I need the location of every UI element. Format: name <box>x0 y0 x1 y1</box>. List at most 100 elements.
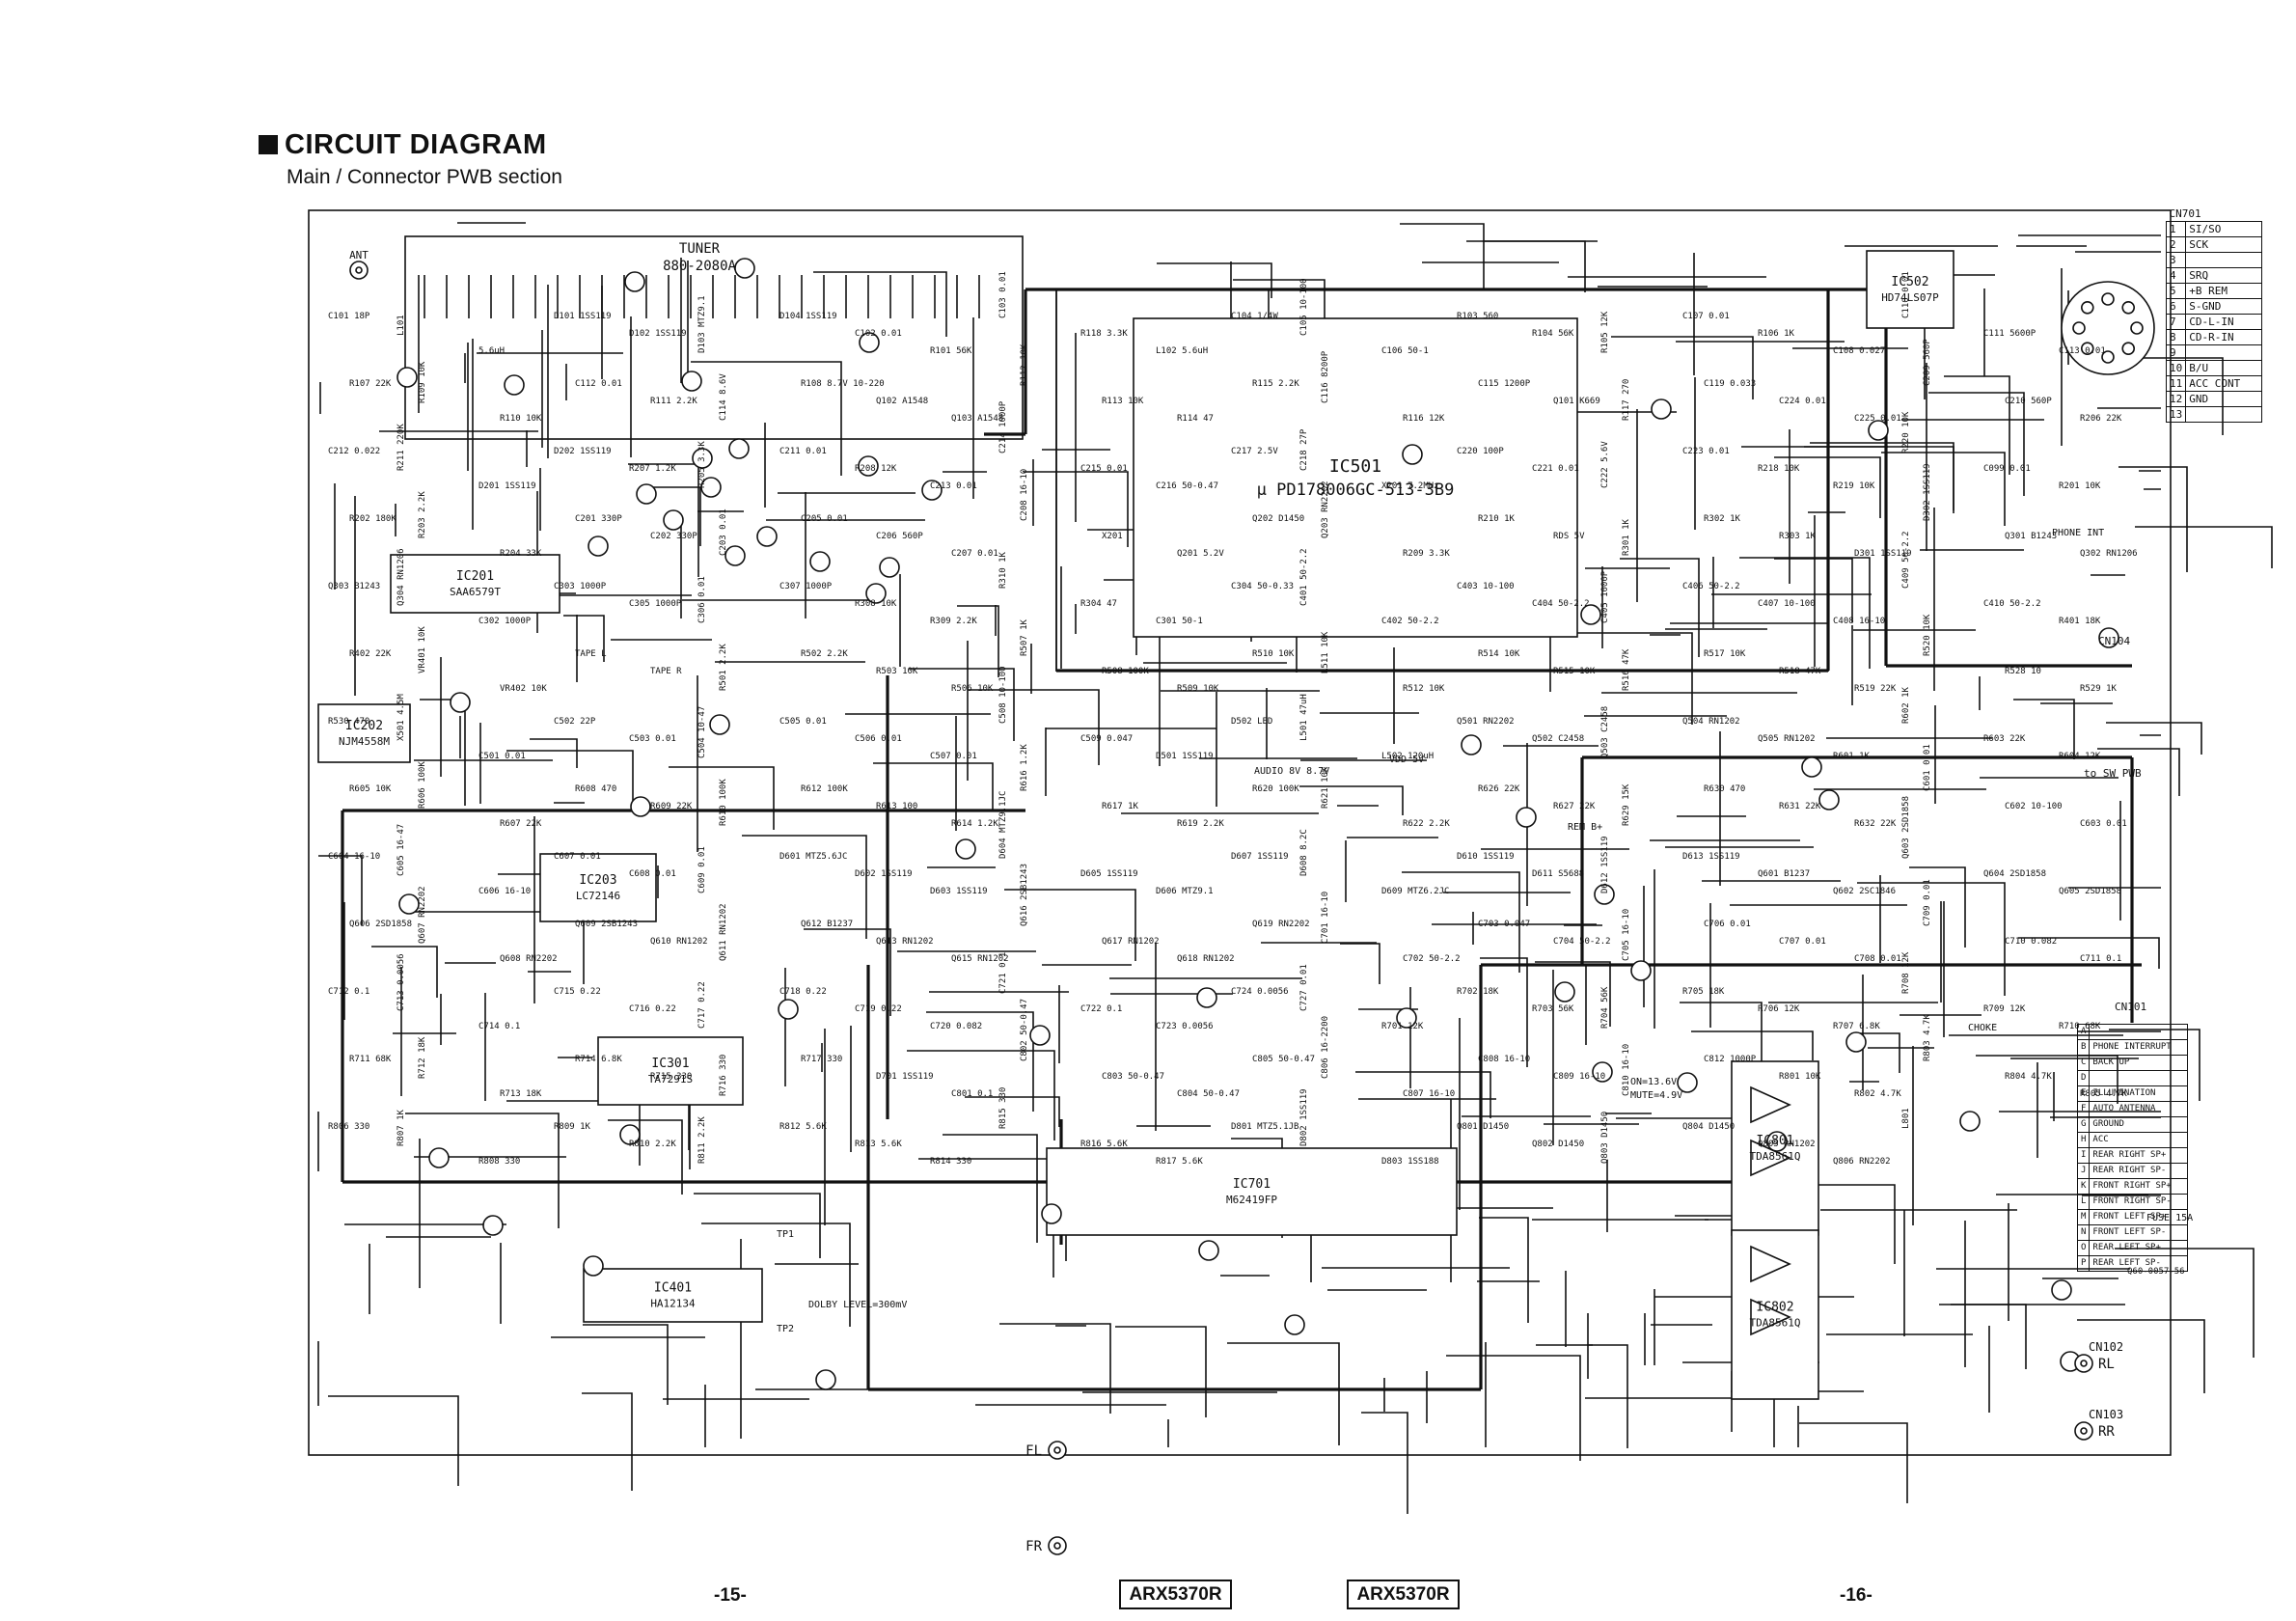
wire <box>647 486 701 546</box>
component-label: R114 47 <box>1177 414 1214 424</box>
component-label: C606 16-10 <box>478 887 531 896</box>
wire <box>1340 943 1380 984</box>
component-label: R705 18K <box>1682 987 1725 997</box>
component-label: C402 50-2.2 <box>1381 617 1439 626</box>
component-label: R209 3.3K <box>1403 549 1450 559</box>
component-label: R529 1K <box>2080 684 2118 694</box>
component-label: R203 2.2K <box>418 491 427 538</box>
component-label: C101 18P <box>328 312 370 321</box>
component-label: R113 10K <box>1102 397 1144 406</box>
transistor-symbol <box>858 455 879 477</box>
wire <box>969 689 1100 765</box>
ic-ic502-body <box>1866 250 1954 329</box>
component-label: C712 0.1 <box>328 987 369 997</box>
component-label: X501 4.5M <box>396 694 406 741</box>
component-label: Q102 A1548 <box>876 397 928 406</box>
wire <box>1951 1304 2027 1369</box>
din-pin <box>2080 300 2094 315</box>
pin-function <box>2089 1070 2189 1086</box>
component-label: R201 10K <box>2059 481 2101 491</box>
pin-function: B/U <box>2185 360 2263 376</box>
component-label: C808 16-10 <box>1478 1055 1530 1064</box>
pin-number: 1 <box>2165 221 2187 237</box>
component-label: D607 1SS119 <box>1231 852 1289 862</box>
wire <box>957 605 999 677</box>
component-label: C809 16-10 <box>1553 1072 1605 1082</box>
pin-function: SI/SO <box>2185 221 2263 237</box>
pin-letter: F <box>2076 1101 2091 1117</box>
component-label: R206 22K <box>2080 414 2122 424</box>
component-label: Q304 RN1206 <box>396 548 406 606</box>
dolby-note: DOLBY LEVEL=300mV <box>808 1300 907 1310</box>
component-label: C112 0.01 <box>575 379 622 389</box>
component-label: D502 LED <box>1231 717 1272 727</box>
choke-note: CHOKE <box>1968 1023 1997 1033</box>
pin-number: 8 <box>2165 329 2187 345</box>
transistor-symbol <box>879 557 900 578</box>
component-label: Q503 C2458 <box>1600 706 1610 758</box>
component-label: R512 10K <box>1403 684 1445 694</box>
wire <box>1115 1326 1207 1417</box>
wire <box>1299 785 1404 815</box>
transistor-symbol <box>1029 1025 1051 1046</box>
component-label: C212 0.022 <box>328 447 380 456</box>
transistor-symbol <box>709 714 730 735</box>
transistor-symbol <box>398 893 420 915</box>
ic-ic301-body <box>597 1036 744 1106</box>
component-label: Q619 RN2202 <box>1252 920 1310 929</box>
transistor-symbol <box>809 551 831 572</box>
cn101-label: CN101 <box>2115 1001 2146 1013</box>
component-label: C807 16-10 <box>1403 1089 1455 1099</box>
wire <box>1774 456 1881 518</box>
pin-function: CD-L-IN <box>2185 314 2263 330</box>
wire <box>1774 558 1853 622</box>
pin-letter: N <box>2076 1224 2091 1241</box>
component-label: R816 5.6K <box>1080 1140 1128 1149</box>
component-label: RDS 5V <box>1553 532 1585 541</box>
component-label: R717 330 <box>801 1055 842 1064</box>
transistor-symbol <box>1592 1061 1613 1083</box>
component-label: R116 12K <box>1403 414 1445 424</box>
component-label: Q302 RN1206 <box>2080 549 2138 559</box>
component-label: C114 8.6V <box>719 373 728 421</box>
terminal-center <box>2080 1360 2088 1367</box>
phone-int-note: PHONE INT <box>2052 528 2104 538</box>
pin-letter: M <box>2076 1209 2091 1225</box>
component-label: C721 0.1 <box>998 952 1008 994</box>
cn701-title: CN701 <box>2169 207 2201 220</box>
component-label: C214 1000P <box>998 400 1008 453</box>
transistor-symbol <box>2098 627 2119 648</box>
wire <box>1587 1344 1628 1448</box>
component-label: R401 18K <box>2059 617 2101 626</box>
component-label: Q607 RN2202 <box>418 886 427 944</box>
component-label: R616 1.2K <box>1020 744 1029 791</box>
component-label: R517 10K <box>1704 649 1746 659</box>
component-label: C801 0.1 <box>951 1089 993 1099</box>
component-label: R302 1K <box>1704 514 1741 524</box>
component-label: C108 0.027 <box>1833 346 1885 356</box>
component-label: C206 560P <box>876 532 923 541</box>
transistor-symbol <box>482 1215 504 1236</box>
component-label: Q804 D1450 <box>1682 1122 1735 1132</box>
component-label: R303 1K <box>1779 532 1817 541</box>
component-label: Q617 RN1202 <box>1102 937 1160 947</box>
component-label: R104 56K <box>1532 329 1574 339</box>
ic-part-label: SAA6579T <box>450 586 501 598</box>
component-label: C220 100P <box>1457 447 1504 456</box>
pin-letter: G <box>2076 1116 2091 1133</box>
table-row: D <box>2076 1070 2189 1086</box>
component-label: D701 1SS119 <box>876 1072 934 1082</box>
pin-function: ILLUMINATION <box>2089 1085 2189 1102</box>
component-label: R117 270 <box>1622 379 1631 421</box>
page-subtitle: Main / Connector PWB section <box>287 166 562 188</box>
component-label: R602 1K <box>1901 686 1911 724</box>
pin-function: ACC CONT <box>2185 375 2263 392</box>
component-label: D302 1SS119 <box>1923 463 1932 521</box>
component-label: C113 0.01 <box>2059 346 2106 356</box>
transistor-symbol <box>1554 981 1575 1003</box>
component-label: C404 50-2.2 <box>1532 599 1590 609</box>
wire <box>1909 866 1966 948</box>
component-label: R304 47 <box>1080 599 1117 609</box>
